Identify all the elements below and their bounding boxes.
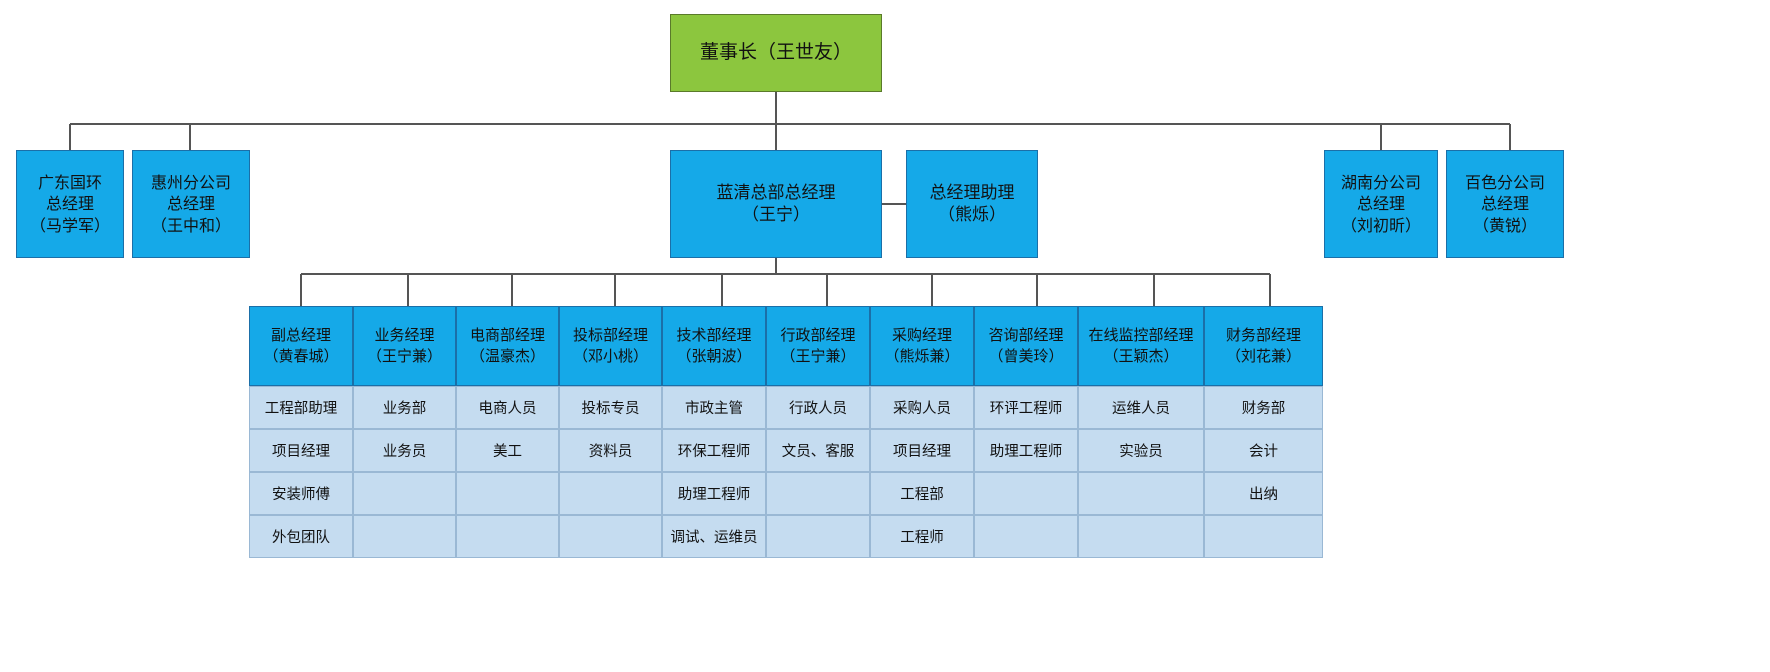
node-hq-general-manager[interactable]: 蓝清总部总经理 （王宁） — [670, 150, 882, 258]
dept-cell[interactable]: 行政人员 — [766, 386, 870, 429]
dept-header[interactable]: 采购经理 （熊烁兼） — [870, 306, 974, 386]
dept-cell[interactable]: 业务员 — [353, 429, 456, 472]
dept-header-person: （王颖杰） — [1103, 347, 1179, 365]
dept-cell-empty — [974, 515, 1078, 558]
dept-cell[interactable]: 项目经理 — [249, 429, 353, 472]
dept-cell-empty — [456, 472, 559, 515]
dept-cell[interactable]: 实验员 — [1078, 429, 1204, 472]
dept-cell[interactable]: 环保工程师 — [662, 429, 766, 472]
dept-header-person: （曾美玲） — [988, 347, 1064, 365]
dept-cell[interactable]: 资料员 — [559, 429, 662, 472]
dept-cell[interactable]: 采购人员 — [870, 386, 974, 429]
dept-cell[interactable]: 外包团队 — [249, 515, 353, 558]
dept-header-title: 副总经理 — [270, 326, 331, 345]
dept-cell[interactable]: 环评工程师 — [974, 386, 1078, 429]
dept-cell[interactable]: 业务部 — [353, 386, 456, 429]
dept-header[interactable]: 咨询部经理 （曾美玲） — [974, 306, 1078, 386]
dept-header-title: 投标部经理 — [572, 326, 648, 345]
dept-header-title: 业务经理 — [374, 326, 435, 345]
dept-cell[interactable]: 助理工程师 — [974, 429, 1078, 472]
dept-cell[interactable]: 工程师 — [870, 515, 974, 558]
dept-cell-empty — [559, 472, 662, 515]
dept-cell-empty — [559, 515, 662, 558]
dept-header[interactable]: 电商部经理 （温豪杰） — [456, 306, 559, 386]
dept-header-title: 电商部经理 — [469, 326, 545, 345]
dept-header[interactable]: 行政部经理 （王宁兼） — [766, 306, 870, 386]
dept-cell[interactable]: 电商人员 — [456, 386, 559, 429]
department-grid: 副总经理 （黄春城） 业务经理 （王宁兼） 电商部经理 （温豪杰） 投标部经理 （邓小桃） 技术… — [249, 306, 1323, 558]
dept-cell[interactable]: 市政主管 — [662, 386, 766, 429]
dept-header-title: 采购经理 — [891, 326, 952, 345]
dept-cell[interactable]: 工程部 — [870, 472, 974, 515]
node-gm-assistant[interactable]: 总经理助理 （熊烁） — [906, 150, 1038, 258]
dept-cell-empty — [1078, 472, 1204, 515]
dept-cell[interactable]: 投标专员 — [559, 386, 662, 429]
dept-cell-empty — [1204, 515, 1323, 558]
dept-cell[interactable]: 安装师傅 — [249, 472, 353, 515]
dept-header-person: （张朝波） — [676, 347, 752, 365]
dept-header-person: （王宁兼） — [366, 347, 442, 365]
dept-header-person: （黄春城） — [263, 347, 339, 365]
dept-header-title: 在线监控部经理 — [1088, 326, 1194, 345]
dept-header-person: （熊烁兼） — [884, 347, 960, 365]
dept-header-person: （邓小桃） — [572, 347, 648, 365]
dept-cell-empty — [353, 515, 456, 558]
dept-header[interactable]: 业务经理 （王宁兼） — [353, 306, 456, 386]
dept-cell[interactable]: 会计 — [1204, 429, 1323, 472]
dept-cell[interactable]: 美工 — [456, 429, 559, 472]
node-branch-baise[interactable]: 百色分公司 总经理 （黄锐） — [1446, 150, 1564, 258]
node-chairman[interactable]: 董事长（王世友） — [670, 14, 882, 92]
dept-header-person: （王宁兼） — [780, 347, 856, 365]
dept-cell[interactable]: 文员、客服 — [766, 429, 870, 472]
dept-cell-empty — [353, 472, 456, 515]
dept-header[interactable]: 副总经理 （黄春城） — [249, 306, 353, 386]
dept-cell-empty — [766, 472, 870, 515]
node-branch-huizhou[interactable]: 惠州分公司 总经理 （王中和） — [132, 150, 250, 258]
dept-header-title: 行政部经理 — [780, 326, 856, 345]
dept-header[interactable]: 财务部经理 （刘花兼） — [1204, 306, 1323, 386]
dept-cell[interactable]: 工程部助理 — [249, 386, 353, 429]
dept-cell-empty — [1078, 515, 1204, 558]
dept-cell[interactable]: 出纳 — [1204, 472, 1323, 515]
dept-header-person: （刘花兼） — [1225, 347, 1301, 365]
dept-cell[interactable]: 财务部 — [1204, 386, 1323, 429]
node-branch-hunan[interactable]: 湖南分公司 总经理 （刘初昕） — [1324, 150, 1438, 258]
dept-cell-empty — [974, 472, 1078, 515]
dept-cell[interactable]: 运维人员 — [1078, 386, 1204, 429]
dept-header[interactable]: 在线监控部经理 （王颖杰） — [1078, 306, 1204, 386]
dept-header[interactable]: 技术部经理 （张朝波） — [662, 306, 766, 386]
dept-cell[interactable]: 项目经理 — [870, 429, 974, 472]
dept-header-title: 财务部经理 — [1225, 326, 1301, 345]
dept-header[interactable]: 投标部经理 （邓小桃） — [559, 306, 662, 386]
dept-header-title: 技术部经理 — [676, 326, 752, 345]
dept-cell[interactable]: 调试、运维员 — [662, 515, 766, 558]
dept-header-person: （温豪杰） — [469, 347, 545, 365]
dept-cell[interactable]: 助理工程师 — [662, 472, 766, 515]
dept-cell-empty — [456, 515, 559, 558]
dept-header-title: 咨询部经理 — [988, 326, 1064, 345]
node-branch-guangdong-guohuan[interactable]: 广东国环 总经理 （马学军） — [16, 150, 124, 258]
dept-cell-empty — [766, 515, 870, 558]
